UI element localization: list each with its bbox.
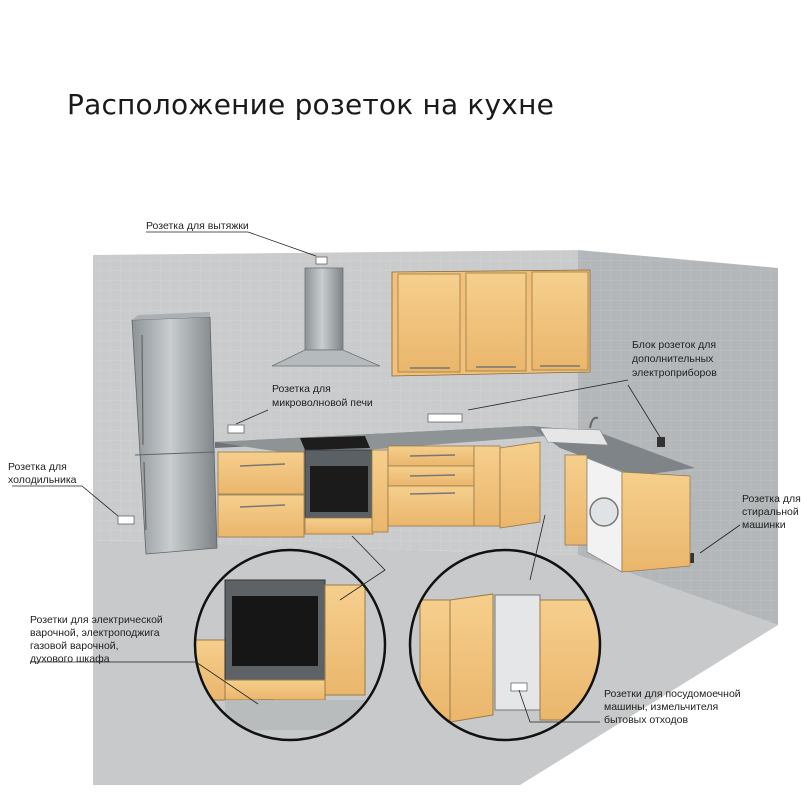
upper-cabinets [391, 269, 591, 377]
stove-zoom-circle [193, 548, 387, 742]
page-title: Расположение розеток на кухне [67, 88, 555, 121]
fridge-socket-icon [117, 515, 135, 525]
hood-socket-icon [315, 256, 328, 265]
refrigerator [131, 312, 218, 555]
lower-cabinets [217, 441, 691, 573]
washer-socket-icon [688, 553, 694, 563]
open-door [499, 441, 541, 529]
countertop [215, 416, 695, 476]
range-hood [271, 256, 381, 367]
cooktop [300, 436, 370, 450]
side-socket-icon [657, 437, 665, 447]
label-stove: Розетки для электрической варочной, элек… [30, 614, 166, 665]
socket-block-icon [427, 413, 463, 423]
sink [539, 427, 609, 446]
label-block: Блок розеток для дополнительных электроп… [632, 339, 719, 379]
dishwasher-socket-icon [510, 682, 528, 692]
label-hood: Розетка для вытяжки [146, 220, 249, 232]
leader-lines [12, 231, 741, 723]
label-washer: Розетка для стиральной машинки [742, 493, 804, 531]
label-dishwasher: Розетки для посудомоечной машины, измель… [604, 688, 744, 726]
label-fridge: Розетка для холодильника [8, 461, 77, 486]
label-microwave: Розетка для микроволновой печи [272, 383, 373, 409]
dishwasher-zoom-circle [408, 548, 602, 742]
callout-labels: Розетка для вытяжки Розетка для микровол… [8, 220, 804, 726]
wall-sockets [117, 413, 694, 563]
microwave-socket-icon [227, 424, 245, 434]
